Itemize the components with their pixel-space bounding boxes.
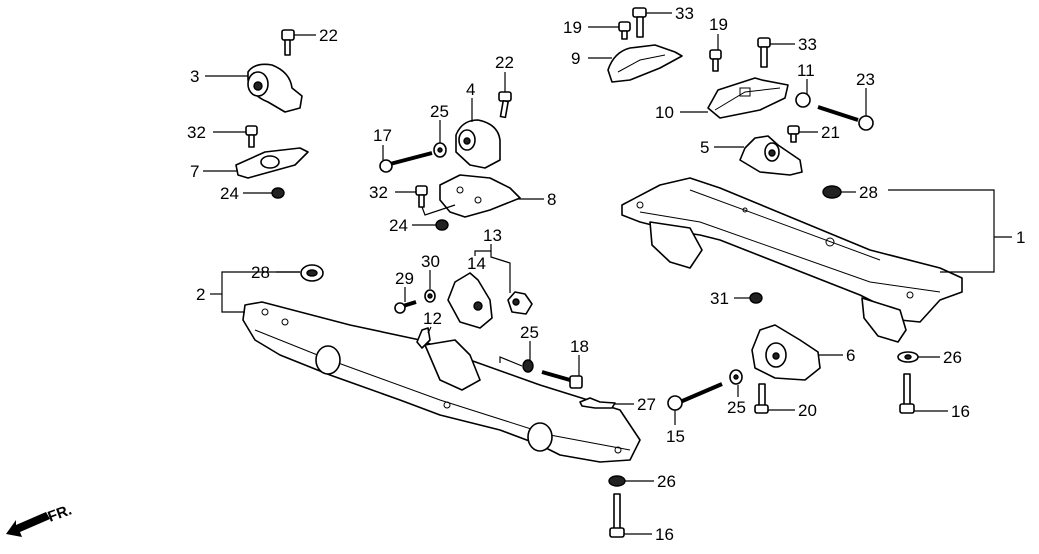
- callout-10: 10: [655, 103, 674, 122]
- front-arrow-icon: [6, 512, 50, 537]
- callout-23: 23: [856, 70, 875, 89]
- bolt-22a[interactable]: [281, 29, 295, 56]
- callout-5: 5: [700, 138, 709, 157]
- callout-20: 20: [798, 401, 817, 420]
- callout-12: 12: [423, 309, 442, 328]
- washer-25c[interactable]: [729, 369, 743, 385]
- callout-25a: 25: [430, 102, 449, 121]
- front-direction-indicator: FR.: [6, 502, 74, 537]
- callout-22b: 22: [495, 53, 514, 72]
- crossmember-1[interactable]: [621, 177, 963, 343]
- nut-24a[interactable]: [271, 187, 285, 199]
- bolt-33a[interactable]: [632, 7, 647, 38]
- callout-19b: 19: [709, 15, 728, 34]
- callout-28a: 28: [251, 263, 270, 282]
- bolt-16b[interactable]: [609, 493, 625, 538]
- grommet-28a[interactable]: [300, 264, 324, 282]
- bolt-15[interactable]: [667, 382, 723, 411]
- bolt-20[interactable]: [754, 383, 769, 414]
- bolt-32a[interactable]: [245, 125, 258, 148]
- bolt-19a[interactable]: [618, 21, 631, 40]
- callout-26a: 26: [943, 348, 962, 367]
- callout-24b: 24: [389, 216, 408, 235]
- callout-9: 9: [571, 49, 580, 68]
- collar-11[interactable]: [795, 92, 811, 108]
- bolt-17[interactable]: [379, 151, 433, 173]
- front-label: FR.: [46, 502, 75, 526]
- callout-16b: 16: [655, 525, 674, 544]
- mount-14[interactable]: [447, 272, 493, 329]
- callout-labels: 1 2 3 4 5 6 7 8 9 10 11 12 13 14 15 16 1…: [187, 4, 1025, 544]
- callout-27: 27: [637, 395, 656, 414]
- bracket-7[interactable]: [235, 147, 309, 179]
- bolt-19b[interactable]: [709, 49, 722, 72]
- mount-4[interactable]: [455, 119, 501, 169]
- washer-26b[interactable]: [608, 475, 626, 487]
- callout-17: 17: [373, 126, 392, 145]
- callout-14: 14: [467, 254, 486, 273]
- callout-33a: 33: [675, 4, 694, 23]
- callout-2: 2: [196, 285, 205, 304]
- washer-30[interactable]: [424, 289, 436, 303]
- callout-32a: 32: [187, 123, 206, 142]
- callout-24a: 24: [220, 184, 239, 203]
- nut-31[interactable]: [749, 292, 763, 304]
- callout-31: 31: [710, 289, 729, 308]
- mount-6[interactable]: [751, 324, 821, 381]
- callout-4: 4: [466, 80, 475, 99]
- callout-16a: 16: [951, 402, 970, 421]
- bushing-13[interactable]: [507, 291, 533, 315]
- bracket-9[interactable]: [607, 44, 683, 83]
- mount-5[interactable]: [739, 135, 803, 176]
- bolt-21[interactable]: [787, 125, 800, 143]
- callout-7: 7: [190, 162, 199, 181]
- bolt-29[interactable]: [394, 300, 417, 314]
- bracket-8[interactable]: [439, 174, 521, 218]
- callout-15: 15: [666, 427, 685, 446]
- crossmember-2[interactable]: [242, 301, 641, 463]
- bracket-10[interactable]: [707, 77, 789, 119]
- mount-3[interactable]: [247, 63, 303, 113]
- callout-19a: 19: [563, 18, 582, 37]
- callout-26b: 26: [657, 472, 676, 491]
- callout-32b: 32: [369, 183, 388, 202]
- grommet-28b[interactable]: [822, 185, 842, 199]
- bolt-33b[interactable]: [757, 37, 771, 68]
- callout-33b: 33: [798, 35, 817, 54]
- washer-25b[interactable]: [522, 359, 534, 373]
- callout-11: 11: [797, 61, 815, 80]
- callout-3: 3: [190, 67, 199, 86]
- washer-25a[interactable]: [433, 142, 447, 158]
- callout-28b: 28: [859, 183, 878, 202]
- bolt-16a[interactable]: [899, 373, 915, 414]
- bracket-12[interactable]: [416, 327, 431, 349]
- bracket-27[interactable]: [579, 397, 616, 409]
- callout-25b: 25: [520, 323, 539, 342]
- callout-8: 8: [547, 190, 556, 209]
- washer-26a[interactable]: [897, 351, 919, 363]
- callout-21: 21: [821, 123, 840, 142]
- leader-lines: [203, 12, 1012, 535]
- bolt-22b[interactable]: [498, 91, 512, 119]
- nut-24b[interactable]: [435, 219, 449, 231]
- callout-29: 29: [395, 269, 414, 288]
- bolt-32b[interactable]: [415, 185, 428, 208]
- callout-6: 6: [846, 346, 855, 365]
- callout-18: 18: [570, 337, 589, 356]
- callout-30: 30: [421, 252, 440, 271]
- callout-22a: 22: [319, 26, 338, 45]
- bolt-23[interactable]: [817, 105, 874, 131]
- callout-25c: 25: [727, 398, 746, 417]
- bolt-18[interactable]: [541, 370, 583, 389]
- callout-13: 13: [483, 226, 502, 245]
- callout-1: 1: [1016, 228, 1025, 247]
